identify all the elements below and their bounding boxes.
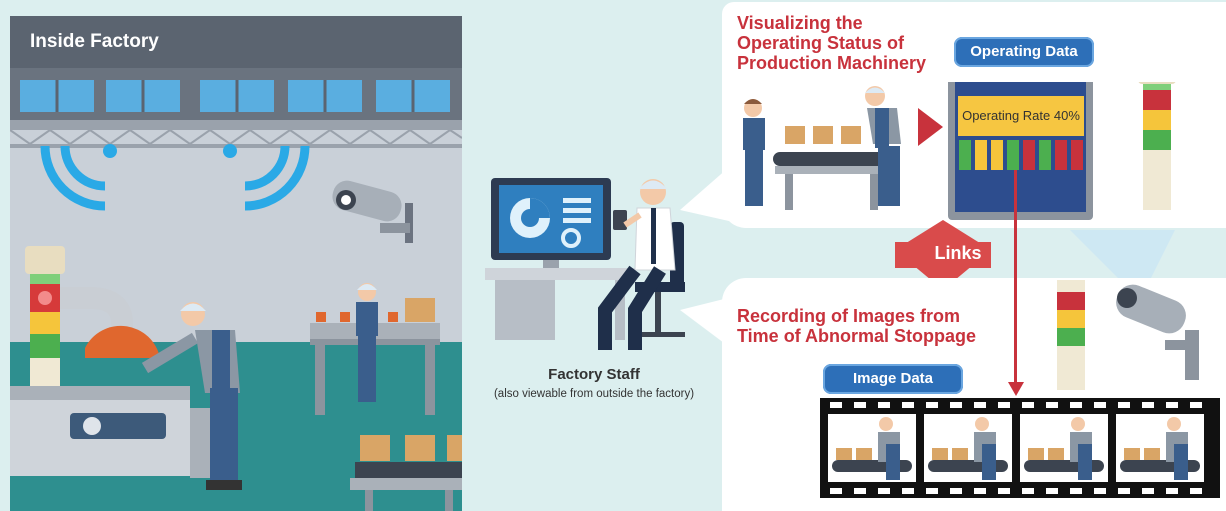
wifi-signal-icon-2 <box>244 145 310 211</box>
links-arrow-icon <box>895 220 991 290</box>
security-camera-icon-2 <box>1116 284 1199 380</box>
operating-status-heading: Visualizing the Operating Status of Prod… <box>737 13 927 73</box>
links-label: Links <box>934 243 982 263</box>
signal-tower-light-icon-2 <box>1138 82 1176 210</box>
factory-staff-note: (also viewable from outside the factory) <box>493 388 695 400</box>
operating-rate-bars <box>959 140 1083 170</box>
operating-rate-display: Operating Rate 40% <box>958 96 1084 136</box>
factory-staff-label: Factory Staff (also viewable from outsid… <box>470 366 718 400</box>
camera-equipment <box>1057 280 1199 390</box>
image-data-badge: Image Data <box>823 364 963 394</box>
signal-tower-light-icon-3 <box>1057 280 1085 390</box>
worker-illustration-back <box>356 283 378 402</box>
signal-tower-light-icon <box>25 246 65 398</box>
factory-staff-title: Factory Staff <box>548 366 640 383</box>
operating-data-badge: Operating Data <box>954 37 1094 67</box>
security-camera-icon <box>332 180 413 243</box>
wifi-signal-icon <box>40 145 106 211</box>
film-frames <box>828 414 1204 482</box>
factory-equipment <box>10 144 462 511</box>
factory-title: Inside Factory <box>10 16 462 68</box>
factory-scene: Inside Factory <box>10 16 462 511</box>
factory-staff-illustration <box>485 178 685 350</box>
donut-chart-icon <box>510 198 550 238</box>
operating-illustration <box>743 82 1176 220</box>
image-data-filmstrip <box>820 398 1220 498</box>
factory-illustration <box>10 68 462 148</box>
worker-illustration <box>141 302 242 490</box>
connector-arrow <box>1008 170 1024 396</box>
image-recording-heading: Recording of Images from Time of Abnorma… <box>737 306 977 346</box>
